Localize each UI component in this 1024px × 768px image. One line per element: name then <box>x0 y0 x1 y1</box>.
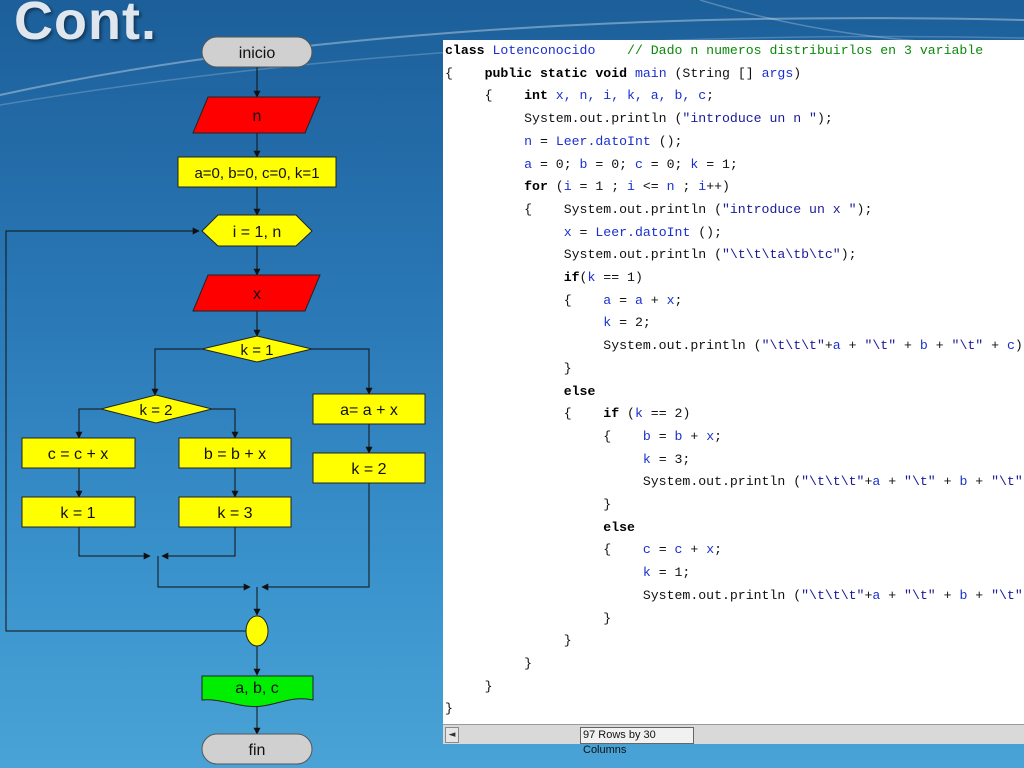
code-line: n = Leer.datoInt (); <box>524 133 683 149</box>
code-line: k = 1; <box>642 565 691 581</box>
slide-title: Cont. <box>14 0 157 51</box>
svg-text:n: n <box>253 108 262 125</box>
set-k1-box: k = 1 <box>21 496 136 528</box>
code-line: if(k == 1) <box>563 270 643 285</box>
input-x-box: x <box>192 274 321 312</box>
code-line: x = Leer.datoInt (); <box>563 224 723 240</box>
code-line: { b = b + x; <box>445 428 723 444</box>
assign-c-box: c = c + x <box>21 437 136 469</box>
code-line: { if (k == 2) <box>445 406 691 422</box>
assign-b-box: b = b + x <box>178 437 292 469</box>
code-line: { c = c + x; <box>445 542 723 558</box>
start-terminal: inicio <box>201 36 313 68</box>
flow-connectors <box>5 67 373 735</box>
code-line: k = 2; <box>603 315 651 331</box>
code-line: { System.out.println ("introduce un x ")… <box>445 201 873 217</box>
code-line: k = 3; <box>642 451 691 467</box>
scroll-left-arrow-icon[interactable]: ◄ <box>445 727 459 743</box>
code-line: class Lotenconocido // Dado n numeros di… <box>445 43 984 58</box>
code-line: { a = a + x; <box>445 292 683 308</box>
code-line: } <box>445 655 533 671</box>
code-line: } <box>445 360 572 376</box>
output-document: a, b, c <box>201 675 314 708</box>
svg-text:a, b, c: a, b, c <box>235 680 279 697</box>
code-line: } <box>445 633 572 649</box>
code-line: { public static void main (String [] arg… <box>445 65 802 81</box>
svg-text:k = 3: k = 3 <box>217 505 252 522</box>
svg-text:a= a + x: a= a + x <box>340 402 398 419</box>
code-line: else <box>563 383 596 399</box>
end-terminal: fin <box>201 733 313 765</box>
flowchart: inicio n a=0, b=0, c=0, k=1 i = 1, n x k… <box>5 36 426 765</box>
loop-hexagon: i = 1, n <box>201 214 313 247</box>
input-n-box: n <box>192 96 321 134</box>
code-line: for (i = 1 ; i <= n ; i++) <box>524 179 730 195</box>
horizontal-scrollbar[interactable]: ◄ 97 Rows by 30 Columns <box>443 724 1024 756</box>
svg-text:fin: fin <box>249 742 266 759</box>
code-line: a = 0; b = 0; c = 0; k = 1; <box>524 156 738 172</box>
code-line: { int x, n, i, k, a, b, c; <box>445 88 715 104</box>
code-line: System.out.println ("\t\t\t"+a + "\t" + … <box>445 587 1023 603</box>
code-editor[interactable]: class Lotenconocido // Dado n numeros di… <box>443 40 1024 724</box>
connector-circle <box>245 615 269 647</box>
code-line: System.out.println ("\t\t\ta\tb\tc"); <box>445 247 857 263</box>
code-line: System.out.println ("\t\t\t"+a + "\t" + … <box>445 338 1024 354</box>
code-line: else <box>603 519 635 535</box>
decision-k2: k = 2 <box>100 394 213 424</box>
code-line: System.out.println ("introduce un n "); <box>445 111 833 127</box>
svg-text:k = 2: k = 2 <box>140 402 173 419</box>
svg-text:a=0, b=0, c=0, k=1: a=0, b=0, c=0, k=1 <box>194 165 319 182</box>
code-line: } <box>445 678 493 694</box>
svg-text:b = b + x: b = b + x <box>204 446 266 463</box>
assign-a-box: a= a + x <box>312 393 426 425</box>
svg-text:k = 1: k = 1 <box>60 505 95 522</box>
decision-k1: k = 1 <box>201 335 313 363</box>
code-line: System.out.println ("\t\t\t"+a + "\t" + … <box>445 474 1023 490</box>
code-line: } <box>445 497 612 512</box>
rows-columns-status: 97 Rows by 30 Columns <box>580 727 694 756</box>
init-process-box: a=0, b=0, c=0, k=1 <box>177 156 337 188</box>
code-line: } <box>445 701 453 717</box>
svg-text:i = 1, n: i = 1, n <box>233 224 281 241</box>
svg-text:inicio: inicio <box>239 45 276 62</box>
set-k3-box: k = 3 <box>178 496 292 528</box>
code-line: } <box>445 610 612 626</box>
set-k2-box: k = 2 <box>312 452 426 484</box>
svg-text:k = 2: k = 2 <box>351 461 386 478</box>
svg-text:x: x <box>253 286 261 303</box>
svg-text:c = c + x: c = c + x <box>48 446 108 463</box>
svg-text:k = 1: k = 1 <box>241 342 274 359</box>
